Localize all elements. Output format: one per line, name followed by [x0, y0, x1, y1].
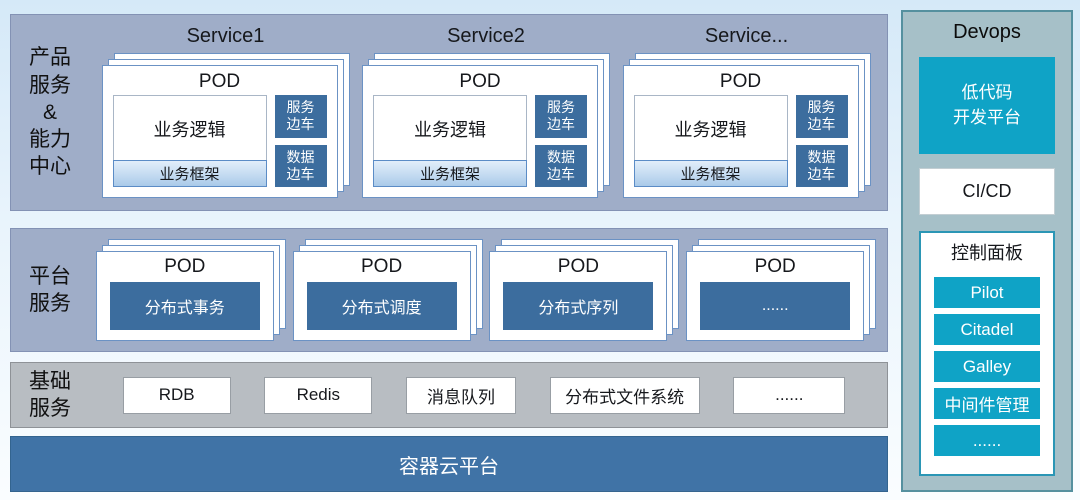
business-logic-box: 业务逻辑	[113, 96, 266, 161]
pod-label: POD	[719, 71, 762, 92]
pod-card: POD 分布式事务	[95, 251, 274, 341]
service-groups: Service1 POD 业务逻辑 业务框架 服务 边车	[89, 15, 887, 210]
data-sidecar-box: 数据 边车	[274, 144, 327, 187]
devops-panel: Devops 低代码 开发平台 CI/CD 控制面板 Pilot Citadel…	[901, 10, 1073, 492]
pod-card: POD ......	[686, 251, 865, 341]
business-framework-box: 业务框架	[633, 160, 788, 187]
business-logic-wrap: 业务逻辑 业务框架	[112, 95, 267, 187]
pod-card: POD 分布式序列	[489, 251, 668, 341]
product-band-label: 产品 服务 & 能力 中心	[29, 46, 71, 179]
business-framework-box: 业务框架	[373, 160, 527, 187]
pod-stack: POD 业务逻辑 业务框架 服务 边车 数据 边车	[622, 53, 871, 198]
base-service-boxes: RDB Redis 消息队列 分布式文件系统 ......	[89, 363, 887, 427]
sidecar-column: 服务 边车 数据 边车	[274, 95, 327, 187]
pod-stack: POD 业务逻辑 业务框架 服务 边车 数据 边车	[362, 53, 610, 198]
control-panel-item-galley: Galley	[934, 351, 1040, 382]
container-cloud-label: 容器云平台	[399, 455, 499, 478]
platform-pod-value: ......	[700, 282, 851, 330]
architecture-diagram: 产品 服务 & 能力 中心 Service1 POD 业务逻辑 业务框架	[10, 14, 888, 492]
platform-pod-stack: POD 分布式调度	[292, 239, 483, 341]
platform-pod-stack: POD 分布式序列	[489, 239, 680, 341]
base-services-band: 基础 服务 RDB Redis 消息队列 分布式文件系统 ......	[10, 362, 888, 428]
container-cloud-band: 容器云平台	[10, 436, 888, 492]
platform-pods: POD 分布式事务 POD 分布式调度 POD 分布式序列	[89, 229, 887, 351]
service-sidecar-box: 服务 边车	[274, 95, 327, 138]
pod-label: POD	[361, 256, 403, 277]
pod-label: POD	[557, 256, 599, 277]
pod-label: POD	[459, 71, 501, 92]
pod-label: POD	[754, 256, 796, 277]
pod-card: POD 业务逻辑 业务框架 服务 边车 数据 边车	[101, 65, 338, 198]
pod-card: POD 分布式调度	[292, 251, 471, 341]
cicd-box: CI/CD	[919, 168, 1055, 215]
control-panel-title: 控制面板	[951, 243, 1023, 263]
business-framework-box: 业务框架	[112, 160, 267, 187]
platform-pod-value: 分布式事务	[109, 282, 260, 330]
lowcode-platform-box: 低代码 开发平台	[919, 57, 1055, 154]
business-logic-wrap: 业务逻辑 业务框架	[373, 95, 527, 187]
business-logic-box: 业务逻辑	[634, 96, 787, 161]
platform-services-band: 平台 服务 POD 分布式事务 POD 分布式调度	[10, 228, 888, 352]
platform-pod-stack: POD 分布式事务	[95, 239, 286, 341]
service-group-1: Service1 POD 业务逻辑 业务框架 服务 边车	[101, 21, 350, 198]
business-logic-wrap: 业务逻辑 业务框架	[633, 95, 788, 187]
control-panel-item-middleware: 中间件管理	[934, 388, 1040, 419]
base-service-box-rdb: RDB	[122, 376, 231, 414]
base-service-box-redis: Redis	[264, 376, 373, 414]
base-band-label: 基础 服务	[29, 369, 71, 420]
devops-title: Devops	[953, 21, 1021, 43]
pod-label: POD	[198, 71, 241, 92]
base-service-box-distributed-fs: 分布式文件系统	[549, 376, 700, 414]
sidecar-column: 服务 边车 数据 边车	[795, 95, 848, 187]
control-panel: 控制面板 Pilot Citadel Galley 中间件管理 ......	[919, 231, 1055, 476]
pod-card: POD 业务逻辑 业务框架 服务 边车 数据 边车	[622, 65, 859, 198]
base-service-box-more: ......	[733, 376, 846, 414]
service-group-3: Service... POD 业务逻辑 业务框架 服务 边车	[622, 21, 871, 198]
control-panel-item-more: ......	[934, 425, 1040, 456]
business-logic-box: 业务逻辑	[374, 96, 526, 161]
platform-band-label: 平台 服务	[29, 264, 71, 315]
control-panel-items: Pilot Citadel Galley 中间件管理 ......	[934, 271, 1040, 462]
service-sidecar-box: 服务 边车	[535, 95, 587, 138]
platform-pod-value: 分布式调度	[306, 282, 457, 330]
base-service-box-message-queue: 消息队列	[405, 376, 516, 414]
service-group-2: Service2 POD 业务逻辑 业务框架 服务 边车	[362, 21, 610, 198]
control-panel-item-citadel: Citadel	[934, 314, 1040, 345]
service-title: Service2	[447, 25, 525, 47]
pod-label: POD	[164, 256, 206, 277]
product-services-band: 产品 服务 & 能力 中心 Service1 POD 业务逻辑 业务框架	[10, 14, 888, 211]
service-title: Service...	[704, 25, 789, 47]
pod-card: POD 业务逻辑 业务框架 服务 边车 数据 边车	[362, 65, 598, 198]
platform-pod-value: 分布式序列	[503, 282, 654, 330]
service-sidecar-box: 服务 边车	[795, 95, 848, 138]
sidecar-column: 服务 边车 数据 边车	[535, 95, 587, 187]
control-panel-item-pilot: Pilot	[934, 277, 1040, 308]
pod-stack: POD 业务逻辑 业务框架 服务 边车 数据 边车	[101, 53, 350, 198]
data-sidecar-box: 数据 边车	[795, 144, 848, 187]
platform-pod-stack: POD ......	[686, 239, 877, 341]
data-sidecar-box: 数据 边车	[535, 144, 587, 187]
service-title: Service1	[186, 25, 265, 47]
